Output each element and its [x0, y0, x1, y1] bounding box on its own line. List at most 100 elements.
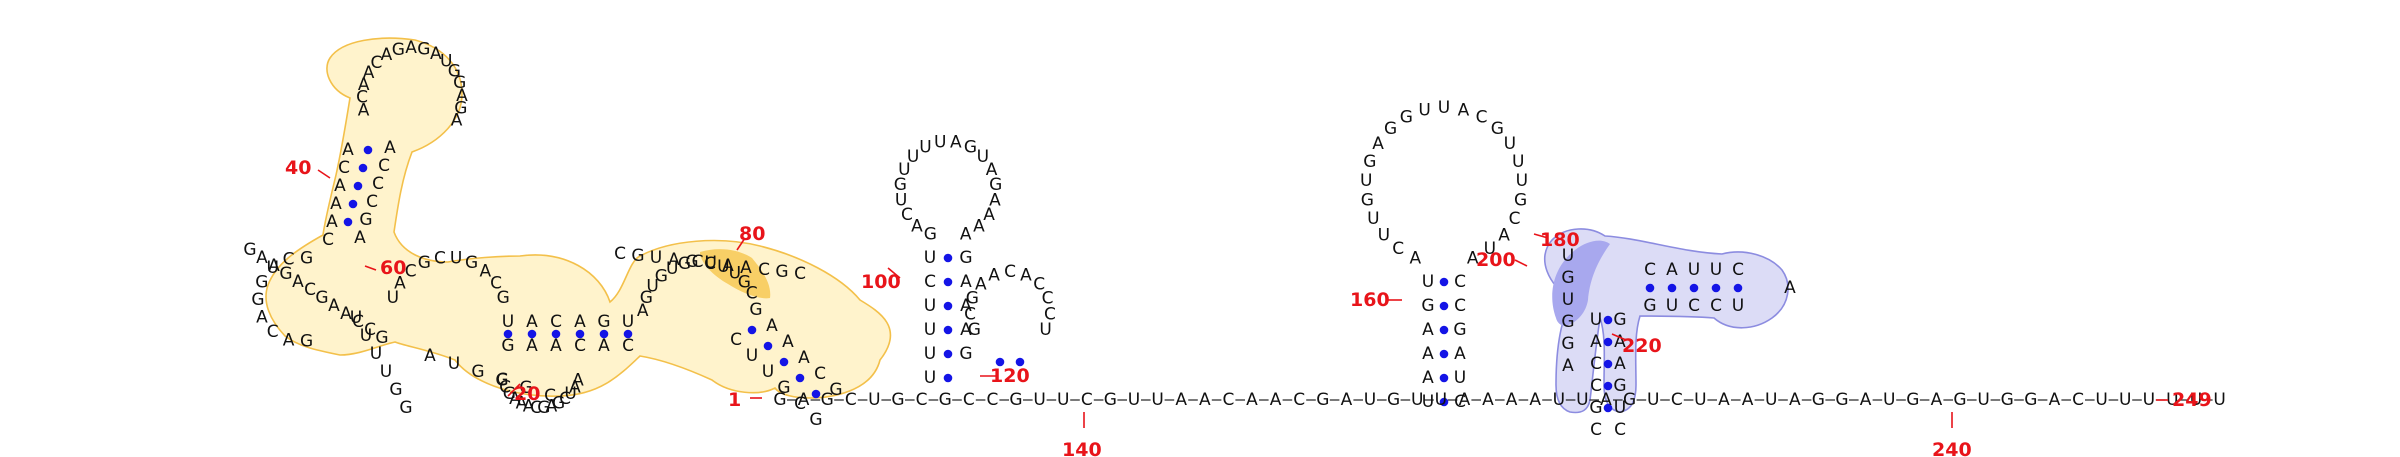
nucleotide: U [729, 264, 741, 284]
nucleotide: A [569, 377, 581, 397]
nucleotide: A [363, 63, 375, 83]
base-pair-dot [995, 357, 1005, 367]
nucleotide: G [300, 332, 313, 352]
nucleotide: G [497, 288, 510, 308]
nucleotide: A [456, 86, 468, 106]
nucleotide: G [597, 312, 610, 332]
nucleotide: A [782, 332, 794, 352]
nucleotide: A [451, 111, 463, 131]
backbone-nucleotide: G [1316, 390, 1329, 410]
nucleotide: U [360, 326, 372, 346]
nucleotide: G [418, 253, 431, 273]
nucleotide: G [1400, 108, 1413, 128]
backbone-nucleotide: U [2166, 390, 2178, 410]
base-pair-dot [1439, 373, 1449, 383]
nucleotide: C [1044, 305, 1056, 325]
backbone-nucleotide: C [1222, 390, 1234, 410]
blue-region-accent [1552, 240, 1610, 326]
backbone-nucleotide: U [1364, 390, 1376, 410]
nucleotide: A [973, 217, 985, 237]
nucleotide: G [749, 300, 762, 320]
nucleotide: A [394, 274, 406, 294]
nucleotide: C [364, 320, 376, 340]
nucleotide: U [1590, 310, 1602, 330]
nucleotide: A [1422, 368, 1434, 388]
label-80: 80 [739, 223, 765, 245]
nucleotide: C [496, 370, 508, 390]
backbone-nucleotide: U [1151, 390, 1163, 410]
base-pair-dot [348, 199, 358, 209]
nucleotide: C [1454, 272, 1466, 292]
nucleotide: U [1614, 398, 1626, 418]
backbone-nucleotide: G [773, 390, 786, 410]
nucleotide: G [1561, 312, 1574, 332]
backbone-nucleotide: C [1081, 390, 1093, 410]
nucleotide: G [251, 290, 264, 310]
nucleotide: C [1033, 275, 1045, 295]
nucleotide: U [380, 362, 392, 382]
nucleotide: G [968, 320, 981, 340]
backbone-nucleotide: U [1435, 390, 1447, 410]
nucleotide: A [988, 265, 1000, 285]
label-160: 160 [1350, 289, 1390, 311]
nucleotide: G [279, 264, 292, 284]
nucleotide: G [829, 380, 842, 400]
nucleotide: U [924, 320, 936, 340]
nucleotide: A [960, 320, 972, 340]
nucleotide: U [1039, 320, 1051, 340]
backbone-nucleotide: U [1883, 390, 1895, 410]
nucleotide: G [448, 62, 461, 82]
label-180: 180 [1540, 229, 1580, 251]
backbone-nucleotide: U [1977, 390, 1989, 410]
nucleotide: C [530, 398, 542, 418]
backbone-nucleotide: A [1341, 390, 1353, 410]
nucleotide: C [352, 312, 364, 332]
nucleotide: C [550, 312, 562, 332]
nucleotide: A [722, 256, 734, 276]
nucleotide: C [1590, 354, 1602, 374]
nucleotide: A [509, 389, 521, 409]
nucleotide: G [1514, 191, 1527, 211]
nucleotide: A [598, 336, 610, 356]
nucleotide: G [255, 272, 268, 292]
base-pair-dot [943, 253, 953, 263]
nucleotide: U [1732, 296, 1744, 316]
base-pair-dot [1667, 283, 1677, 293]
nucleotide: U [924, 248, 936, 268]
nucleotide: C [405, 262, 417, 282]
nucleotide: U [924, 368, 936, 388]
nucleotide: U [502, 312, 514, 332]
base-pair-dot [1603, 359, 1613, 369]
nucleotide: U [919, 138, 931, 158]
nucleotide: U [666, 259, 678, 279]
label-249: 249 [2172, 389, 2212, 411]
nucleotide: C [614, 244, 626, 264]
nucleotide: A [523, 396, 535, 416]
base-pair-dot [1439, 397, 1449, 407]
nucleotide: A [1614, 354, 1626, 374]
nucleotide: C [704, 254, 716, 274]
backbone-nucleotide: A [1789, 390, 1801, 410]
nucleotide: U [924, 344, 936, 364]
backbone-nucleotide: G [2024, 390, 2037, 410]
backbone-nucleotide: A [798, 390, 810, 410]
nucleotide: G [465, 253, 478, 273]
base-pair-dot [1439, 277, 1449, 287]
nucleotide: C [692, 252, 704, 272]
label-40: 40 [285, 157, 311, 179]
nucleotide: A [526, 336, 538, 356]
nucleotide: G [1561, 268, 1574, 288]
nucleotide: G [959, 344, 972, 364]
nucleotide: G [775, 262, 788, 282]
nucleotide: U [1504, 134, 1516, 154]
backbone-nucleotide: A [1175, 390, 1187, 410]
nucleotide: A [342, 140, 354, 160]
base-pair-dot [343, 217, 353, 227]
nucleotide: U [934, 133, 946, 153]
backbone-nucleotide: A [1931, 390, 1943, 410]
nucleotide: G [631, 246, 644, 266]
nucleotide: G [678, 254, 691, 274]
label-140: 140 [1062, 439, 1102, 457]
